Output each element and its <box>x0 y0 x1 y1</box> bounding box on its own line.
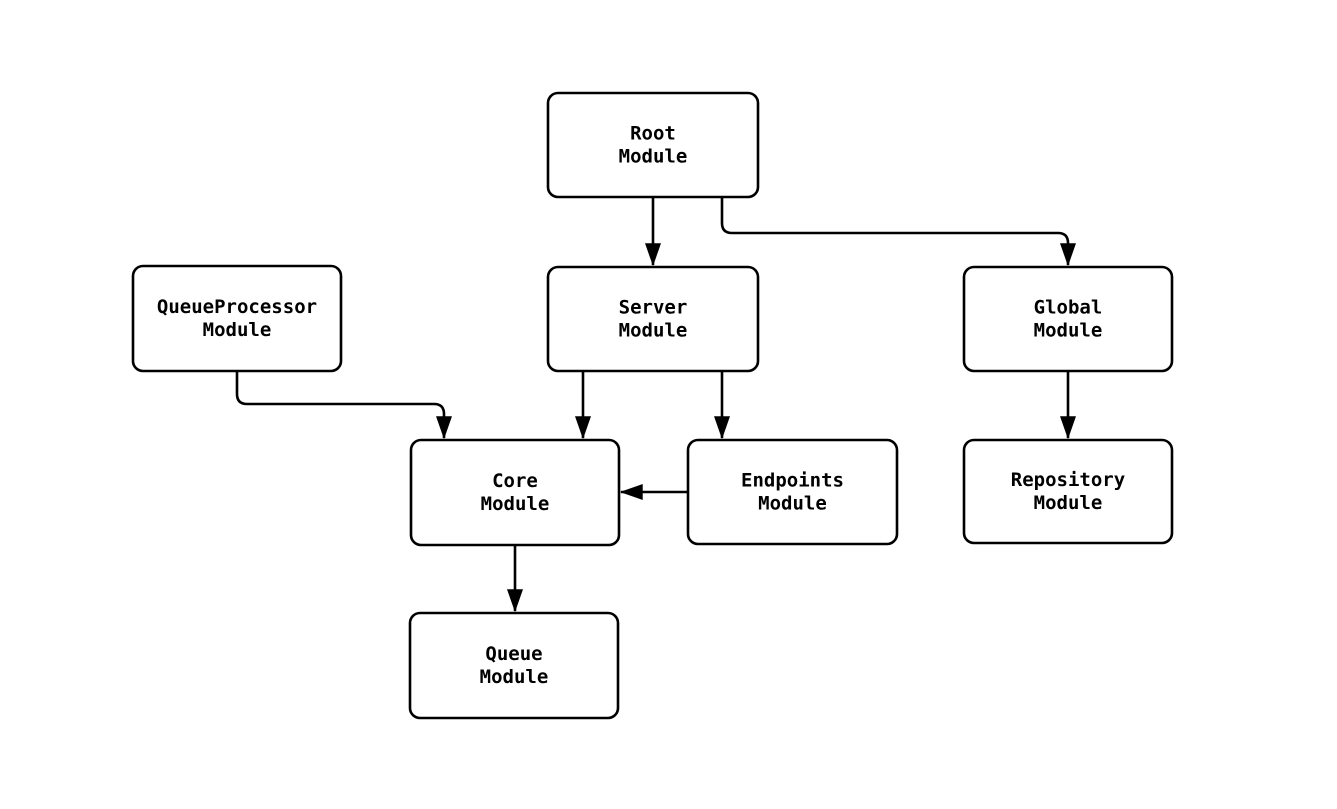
node-global-module-label-line: Module <box>1034 320 1103 342</box>
node-core-module-label-line: Core <box>492 470 538 492</box>
node-queue-module-label-line: Module <box>480 666 549 688</box>
node-core-module-label-line: Module <box>481 493 550 515</box>
node-queueprocessor-module-label-line: Module <box>203 319 272 341</box>
node-server-module-label-line: Module <box>619 320 688 342</box>
node-repository-module-label-line: Module <box>1034 492 1103 514</box>
node-root-module-label-line: Root <box>630 123 676 145</box>
node-queueprocessor-module-label-line: QueueProcessor <box>157 296 317 318</box>
node-endpoints-module-label-line: Module <box>758 493 827 515</box>
node-global-module-label-line: Global <box>1034 297 1103 319</box>
node-queue-module-label-line: Queue <box>485 643 542 665</box>
edge-root-module-to-global-module <box>720 197 1076 267</box>
node-server-module-box <box>546 265 760 373</box>
node-queue-module-box <box>408 611 620 720</box>
edge-queueprocessor-module-to-core-module <box>235 371 452 440</box>
node-endpoints-module-label-line: Endpoints <box>741 470 844 492</box>
node-root-module-label-line: Module <box>619 146 688 168</box>
node-server-module-label-line: Server <box>619 297 688 319</box>
node-repository-module-box <box>962 438 1174 545</box>
node-repository-module-label-line: Repository <box>1011 469 1125 491</box>
edges-layer <box>235 197 1076 613</box>
